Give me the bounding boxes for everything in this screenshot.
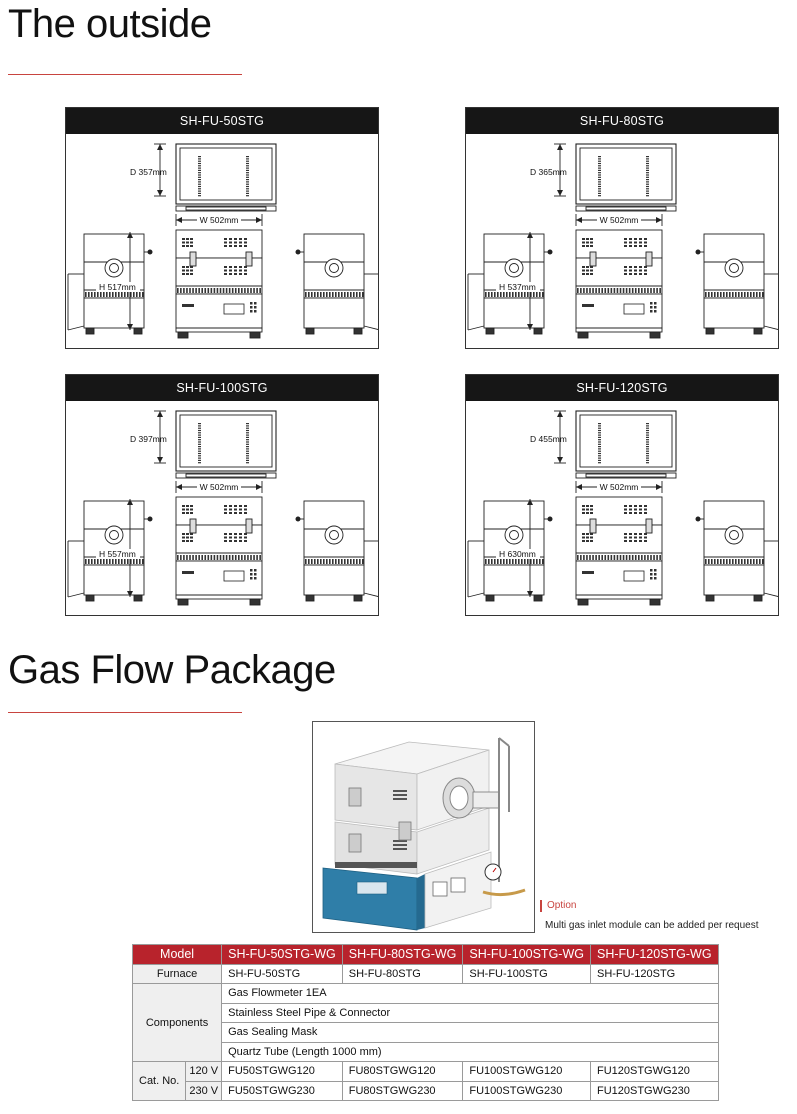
row-label: Cat. No. xyxy=(131,1061,187,1101)
title-underline xyxy=(8,74,242,75)
option-note: Multi gas inlet module can be added per … xyxy=(545,920,759,931)
spec-table: Model SH-FU-50STG-WG SH-FU-80STG-WG SH-F… xyxy=(131,944,719,1101)
handle-icon xyxy=(547,249,553,255)
dimension-label: H 557mm xyxy=(99,549,136,559)
handle-icon xyxy=(547,516,553,522)
row-label: Furnace xyxy=(131,963,223,984)
dimension-label: D 357mm xyxy=(130,167,167,177)
table-row: Components Gas Flowmeter 1EA xyxy=(131,983,719,1062)
table-row: Furnace SH-FU-50STG SH-FU-80STG SH-FU-10… xyxy=(131,963,719,984)
dimension-label: W 502mm xyxy=(200,215,239,225)
brand-logo xyxy=(582,571,594,574)
dimension-label: W 502mm xyxy=(200,482,239,492)
controller-display xyxy=(623,570,645,582)
panel-model-label: SH-FU-120STG xyxy=(466,375,778,401)
table-cell: SH-FU-50STG xyxy=(221,963,343,984)
panel-model-label: SH-FU-50STG xyxy=(66,108,378,134)
brand-logo xyxy=(582,304,594,307)
panel-model-label: SH-FU-80STG xyxy=(466,108,778,134)
panel-model-label: SH-FU-100STG xyxy=(66,375,378,401)
handle-icon xyxy=(295,249,301,255)
table-cell: SH-FU-120STG xyxy=(589,963,719,984)
table-header-cell: SH-FU-100STG-WG xyxy=(462,944,591,965)
option-label: Option xyxy=(540,900,576,912)
title-underline xyxy=(8,712,242,713)
dimension-label: H 517mm xyxy=(99,282,136,292)
table-cell: Gas Flowmeter 1EA xyxy=(221,983,719,1004)
table-cell: FU80STGWG230 xyxy=(341,1080,464,1101)
brand-logo xyxy=(182,571,194,574)
dimension-panel: SH-FU-80STG D 365mm W 502mm H 537mm xyxy=(465,107,779,349)
dimension-label: H 630mm xyxy=(499,549,536,559)
controller-display xyxy=(623,303,645,315)
dimension-drawing: D 397mm W 502mm H 557mm xyxy=(67,410,378,606)
brand-logo xyxy=(182,304,194,307)
dimension-label: W 502mm xyxy=(600,215,639,225)
table-cell: FU120STGWG120 xyxy=(589,1061,719,1082)
dimension-drawing: D 365mm W 502mm H 537mm xyxy=(467,143,778,339)
dimension-label: D 455mm xyxy=(530,434,567,444)
handle-icon xyxy=(147,516,153,522)
table-row: Quartz Tube (Length 1000 mm) xyxy=(133,1041,719,1062)
table-cell: FU100STGWG230 xyxy=(462,1080,591,1101)
table-cell: FU120STGWG230 xyxy=(589,1080,719,1101)
dimension-drawing: D 357mm W 502mm H 517mm xyxy=(67,143,378,339)
table-cell: SH-FU-100STG xyxy=(462,963,591,984)
table-cell: FU80STGWG120 xyxy=(341,1061,464,1082)
dimension-label: H 537mm xyxy=(499,282,536,292)
table-row: Cat. No. 120 V FU50STGWG120 FU80STGWG120… xyxy=(131,1061,719,1101)
product-photo xyxy=(312,721,535,933)
table-cell: FU100STGWG120 xyxy=(462,1061,591,1082)
table-cell: Stainless Steel Pipe & Connector xyxy=(221,1002,719,1023)
table-header-cell: SH-FU-120STG-WG xyxy=(589,944,719,965)
handle-icon xyxy=(695,249,701,255)
table-row: 230 V FU50STGWG230 FU80STGWG230 FU100STG… xyxy=(133,1080,719,1101)
table-cell: SH-FU-80STG xyxy=(341,963,464,984)
furnace-illustration xyxy=(322,737,526,931)
controller-display xyxy=(223,303,245,315)
table-header-cell: SH-FU-80STG-WG xyxy=(341,944,464,965)
dimension-panel: SH-FU-50STG D 357mm W 502mm H 517mm xyxy=(65,107,379,349)
dimension-label: D 365mm xyxy=(530,167,567,177)
dimension-label: D 397mm xyxy=(130,434,167,444)
section-title-outside: The outside xyxy=(8,2,212,46)
dimension-label: W 502mm xyxy=(600,482,639,492)
dimension-drawing: D 455mm W 502mm H 630mm xyxy=(467,410,778,606)
table-cell: Gas Sealing Mask xyxy=(221,1022,719,1043)
table-header-cell: Model xyxy=(131,944,223,965)
table-cell: Quartz Tube (Length 1000 mm) xyxy=(221,1041,719,1062)
voltage-cell: 230 V xyxy=(185,1080,223,1101)
voltage-cell: 120 V xyxy=(185,1061,223,1082)
dimension-panel: SH-FU-100STG D 397mm W 502mm H 557mm xyxy=(65,374,379,616)
handle-icon xyxy=(295,516,301,522)
section-title-gas-flow: Gas Flow Package xyxy=(8,648,336,692)
row-label: Components xyxy=(131,983,223,1062)
handle-icon xyxy=(695,516,701,522)
handle-icon xyxy=(147,249,153,255)
dimension-panel: SH-FU-120STG D 455mm W 502mm H 630mm xyxy=(465,374,779,616)
table-cell: FU50STGWG230 xyxy=(221,1080,343,1101)
controller-display xyxy=(223,570,245,582)
table-cell: FU50STGWG120 xyxy=(221,1061,343,1082)
table-header-cell: SH-FU-50STG-WG xyxy=(221,944,343,965)
table-header-row: Model SH-FU-50STG-WG SH-FU-80STG-WG SH-F… xyxy=(131,944,719,965)
